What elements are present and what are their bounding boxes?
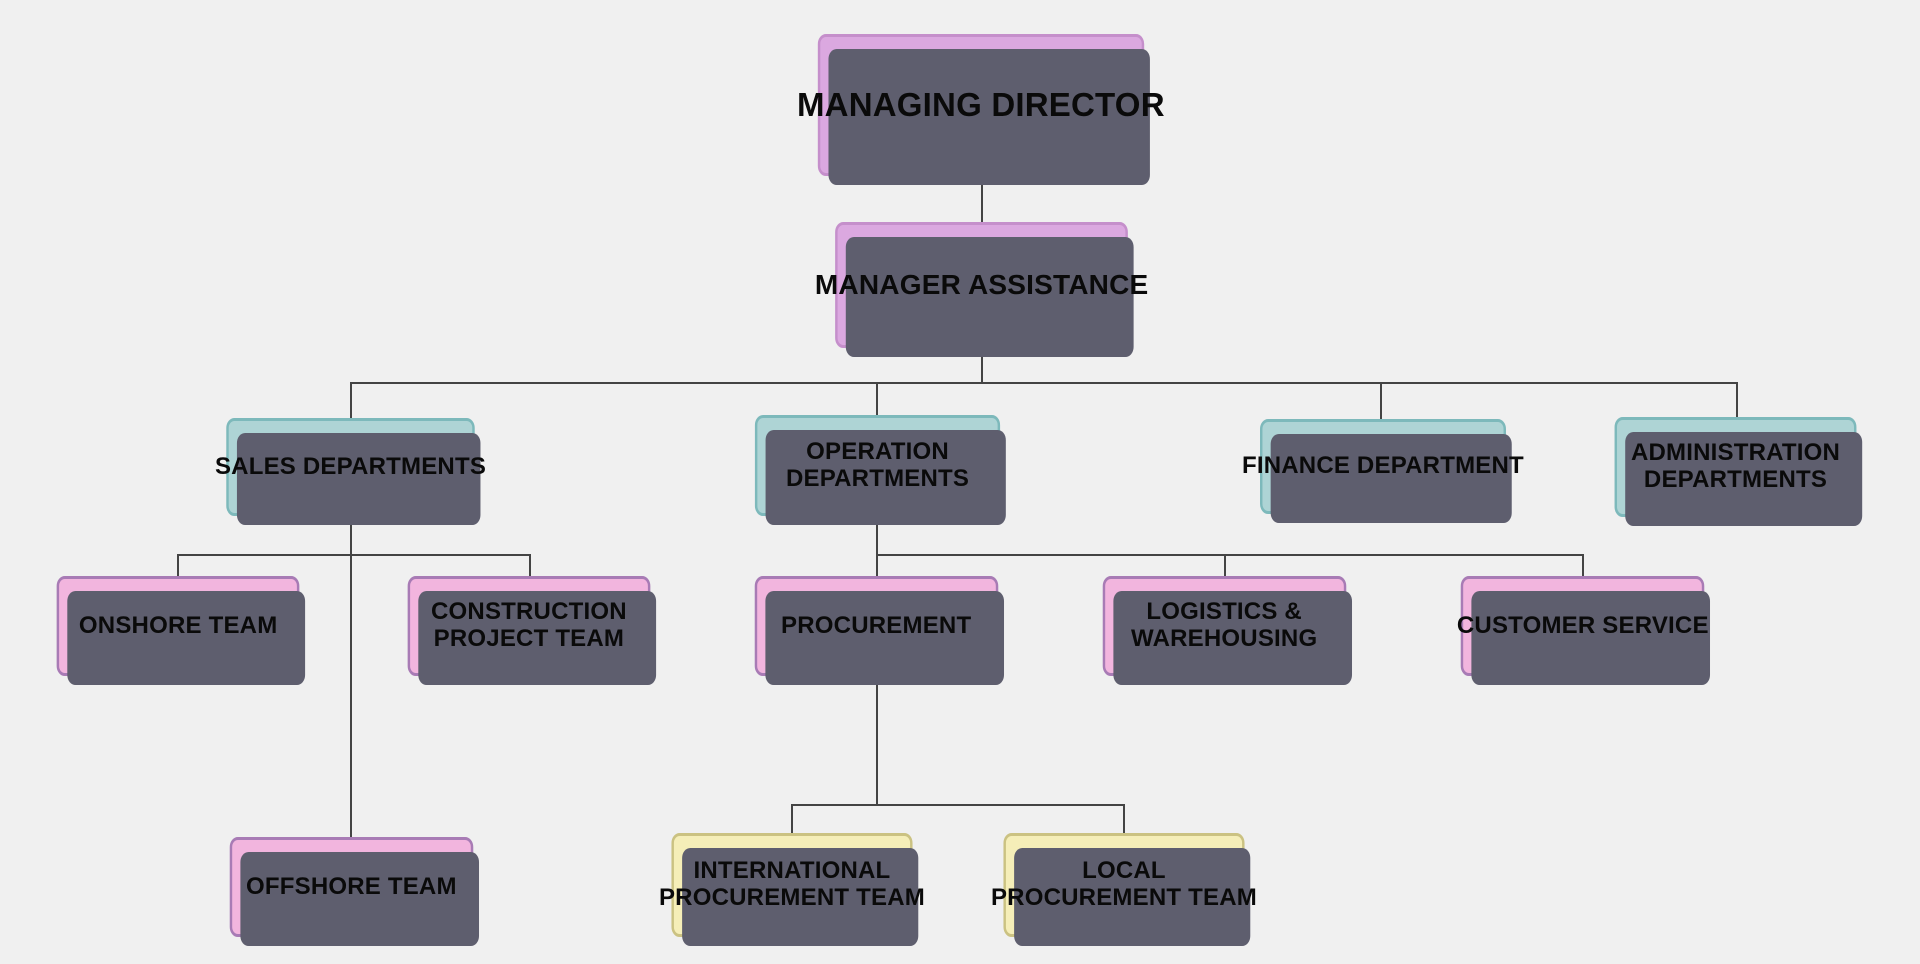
connector-drop-logistics	[1224, 554, 1226, 576]
node-label: MANAGING DIRECTOR	[797, 85, 1165, 123]
node-onshore-team[interactable]: ONSHORE TEAM	[56, 576, 306, 685]
connector-drop-international	[791, 804, 793, 833]
connector-level2-bus	[351, 382, 1738, 384]
connector-procurement-stem	[876, 676, 878, 806]
node-label: CONSTRUCTION PROJECT TEAM	[431, 598, 627, 652]
node-label: LOGISTICS & WAREHOUSING	[1131, 598, 1318, 652]
node-procurement[interactable]: PROCUREMENT	[754, 576, 1005, 685]
node-label: ONSHORE TEAM	[78, 611, 278, 639]
node-offshore-team[interactable]: OFFSHORE TEAM	[229, 837, 480, 946]
node-label: ADMINISTRATION DEPARTMENTS	[1630, 439, 1841, 493]
connector-drop-procurement	[876, 554, 878, 576]
node-manager-assistance[interactable]: MANAGER ASSISTANCE	[815, 222, 1148, 357]
connector-drop-administration	[1736, 382, 1738, 419]
connector-sales-long-stem	[350, 516, 352, 838]
connector-md-to-ma	[981, 176, 983, 223]
node-label: INTERNATIONAL PROCUREMENT TEAM	[659, 857, 925, 911]
node-label: MANAGER ASSISTANCE	[814, 269, 1149, 301]
connector-drop-construction	[529, 554, 531, 576]
connector-ma-stem	[981, 348, 983, 384]
node-label: OPERATION DEPARTMENTS	[785, 437, 970, 492]
node-international-procurement-team[interactable]: INTERNATIONAL PROCUREMENT TEAM	[659, 833, 925, 946]
node-label: FINANCE DEPARTMENT	[1242, 452, 1524, 480]
connector-drop-operation	[876, 382, 878, 419]
connector-drop-sales	[350, 382, 352, 419]
node-label: PROCUREMENT	[781, 611, 972, 639]
connector-procurement-children-bus	[792, 804, 1125, 806]
node-construction-project-team[interactable]: CONSTRUCTION PROJECT TEAM	[407, 576, 657, 685]
node-label: CUSTOMER SERVICE	[1456, 611, 1709, 639]
connector-operation-stem	[876, 516, 878, 555]
connector-drop-finance	[1380, 382, 1382, 419]
connector-drop-customer-service	[1582, 554, 1584, 576]
node-operation-departments[interactable]: OPERATION DEPARTMENTS	[754, 415, 1006, 525]
node-sales-departments[interactable]: SALES DEPARTMENTS	[215, 418, 486, 525]
connector-sales-children-bus	[178, 554, 531, 556]
node-local-procurement-team[interactable]: LOCAL PROCUREMENT TEAM	[991, 833, 1257, 946]
node-finance-department[interactable]: FINANCE DEPARTMENT	[1242, 419, 1524, 523]
node-managing-director[interactable]: MANAGING DIRECTOR	[797, 34, 1165, 185]
connector-drop-onshore	[177, 554, 179, 576]
connector-drop-local	[1123, 804, 1125, 833]
connector-operation-children-bus	[876, 554, 1584, 556]
node-customer-service[interactable]: CUSTOMER SERVICE	[1457, 576, 1711, 685]
node-label: SALES DEPARTMENTS	[214, 452, 487, 480]
node-label: LOCAL PROCUREMENT TEAM	[991, 857, 1257, 911]
node-label: OFFSHORE TEAM	[246, 872, 457, 900]
node-logistics-warehousing[interactable]: LOGISTICS & WAREHOUSING	[1102, 576, 1353, 685]
node-administration-departments[interactable]: ADMINISTRATION DEPARTMENTS	[1614, 417, 1863, 526]
